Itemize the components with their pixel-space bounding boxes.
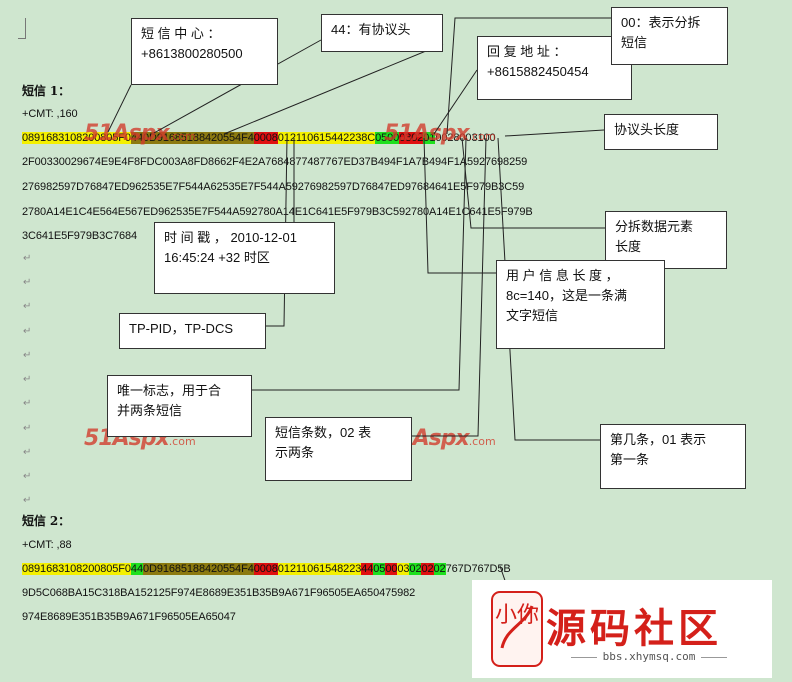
pdu-segment: 0008: [253, 132, 278, 144]
msg2-line-2: 9D5C068BA15C318BA152125F974E8689E351B35B…: [22, 587, 416, 599]
site-logo: 小你 源码社区 bbs.xhymsq.com: [472, 580, 772, 678]
logo-mark-icon: 小你: [491, 591, 543, 667]
callout-unique-id: 唯一标志，用于合 并两条短信: [107, 375, 252, 437]
pdu-segment: 767D767D5B: [445, 563, 511, 575]
pdu-segment: 05: [373, 563, 386, 575]
logo-url: bbs.xhymsq.com: [544, 650, 754, 663]
pdu-segment: 0D91685188420554F4: [142, 132, 254, 144]
paragraph-mark: ↵: [23, 398, 32, 409]
pdu-segment: 44: [361, 563, 374, 575]
page-corner-mark: [18, 18, 26, 39]
logo-mark-text: 小你: [495, 603, 539, 628]
callout-message-count: 短信条数，02 表 示两条: [265, 417, 412, 481]
logo-title: 源码社区: [546, 606, 722, 652]
watermark-51aspx: 51Aspx.com: [84, 121, 196, 146]
callout-header-flag: 44：有协议头: [321, 14, 443, 52]
msg1-cmt: +CMT: ,160: [22, 108, 78, 120]
callout-timestamp: 时 间 戳 ， 2010-12-01 16:45:24 +32 时区: [154, 222, 335, 294]
msg1-line-2: 2F00330029674E9E4F8FDC003A8FD8662F4E2A76…: [22, 156, 528, 168]
paragraph-mark: ↵: [23, 447, 32, 458]
watermark-51aspx: 51Aspx.com: [384, 121, 496, 146]
msg2-pdu-line: 0891683108200805F0440D91685188420554F400…: [22, 562, 511, 576]
pdu-segment: 02: [421, 563, 434, 575]
pdu-segment: 0891683108200805F0: [22, 563, 131, 575]
pdu-segment: 44: [130, 132, 143, 144]
paragraph-mark: ↵: [23, 301, 32, 312]
callout-udh-length: 协议头长度: [604, 114, 718, 150]
pdu-segment: 01211061548223: [277, 563, 362, 575]
pdu-segment: 02: [409, 563, 422, 575]
paragraph-mark: ↵: [23, 423, 32, 434]
paragraph-mark: ↵: [23, 471, 32, 482]
msg2-header: 短信 2：: [22, 514, 71, 528]
msg2-cmt: +CMT: ,88: [22, 539, 72, 551]
pdu-segment: 02: [433, 563, 446, 575]
callout-message-index: 第几条，01 表示 第一条: [600, 424, 746, 489]
pdu-segment: 01211061544223: [277, 132, 362, 144]
msg2-line-3: 974E8689E351B35B9A671F96505EA65047: [22, 611, 236, 623]
msg1-line-5: 3C641E5F979B3C7684: [22, 230, 138, 242]
callout-split-flag: 00：表示分拆 短信: [611, 7, 728, 65]
msg1-line-3: 276982597D76847ED962535E7F544A62535E7F54…: [22, 181, 525, 193]
msg1-header: 短信 1：: [22, 84, 71, 98]
paragraph-mark: ↵: [23, 495, 32, 506]
callout-reply-address: 回 复 地 址 ： +8615882450454: [477, 36, 632, 100]
callout-pid-dcs: TP-PID，TP-DCS: [119, 313, 266, 349]
callout-element-length: 分拆数据元素 长度: [605, 211, 727, 269]
msg1-line-4: 2780A14E1C4E564E567ED962535E7F544A592780…: [22, 206, 533, 218]
pdu-segment: 44: [130, 563, 143, 575]
paragraph-mark: ↵: [23, 253, 32, 264]
pdu-segment: 8C: [361, 132, 376, 144]
pdu-segment: 0D91685188420554F4: [142, 563, 254, 575]
paragraph-mark: ↵: [23, 326, 32, 337]
paragraph-mark: ↵: [23, 350, 32, 361]
pdu-segment: 0008: [253, 563, 278, 575]
pdu-segment: 00: [385, 563, 398, 575]
callout-sms-center: 短 信 中 心 ： +8613800280500: [131, 18, 278, 85]
pdu-segment: 03: [397, 563, 410, 575]
paragraph-mark: ↵: [23, 374, 32, 385]
callout-user-data-length: 用 户 信 息 长 度 ， 8c=140，这是一条满 文字短信: [496, 260, 665, 349]
pdu-segment: 0891683108200805F0: [22, 132, 131, 144]
paragraph-mark: ↵: [23, 277, 32, 288]
